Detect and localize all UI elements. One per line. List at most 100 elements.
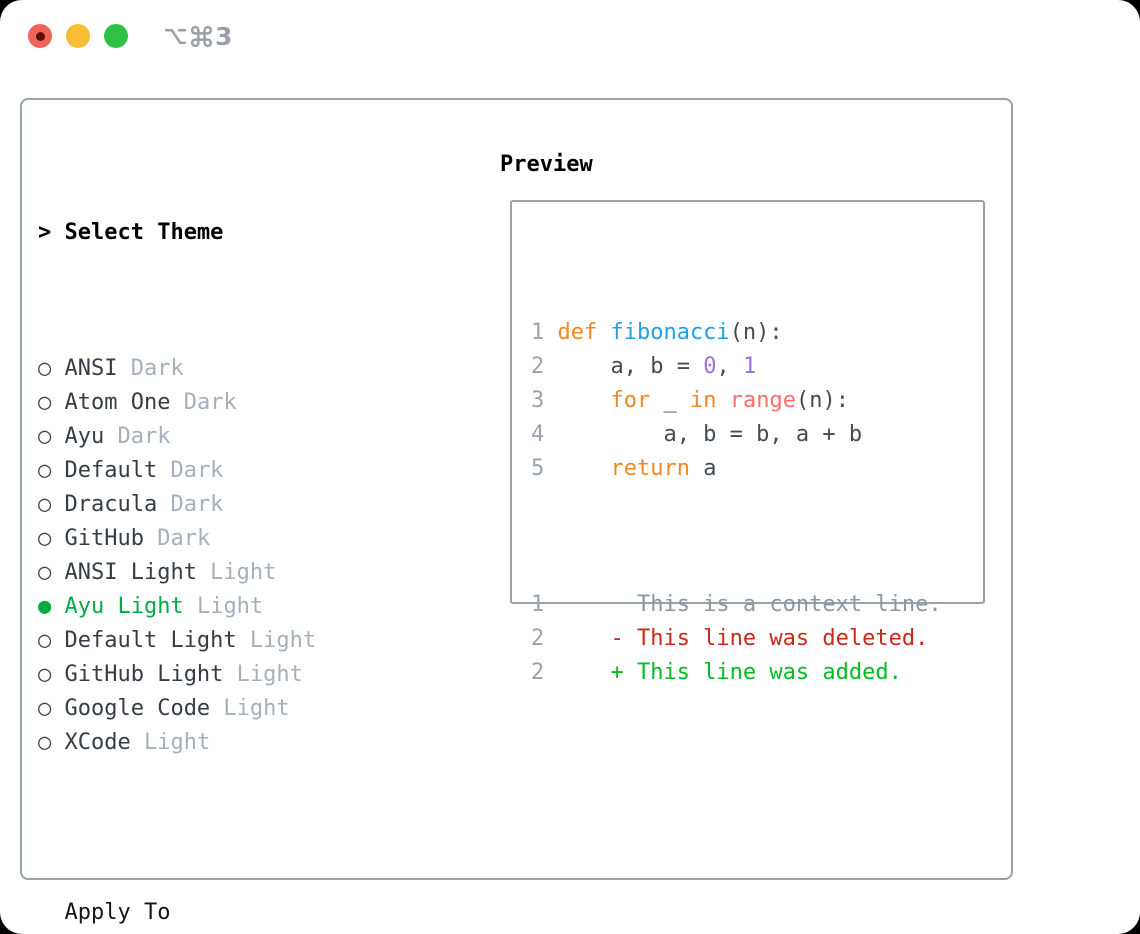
theme-variant: Light — [210, 696, 290, 721]
line-number: 2 — [531, 660, 545, 685]
code-token: 1 — [742, 354, 757, 379]
theme-item-default-light[interactable]: ○ Default Light Light — [38, 624, 483, 658]
minimize-button[interactable] — [66, 24, 90, 48]
code-line: 3 for _ in range(n): — [531, 384, 975, 418]
preview-title: Preview — [500, 152, 593, 177]
theme-variant: Dark — [157, 492, 224, 517]
option-key-icon — [163, 24, 188, 49]
code-token: (n): — [795, 388, 849, 413]
code-token: in — [689, 388, 717, 413]
code-line: 5 return a — [531, 452, 975, 486]
code-token: def — [557, 320, 611, 345]
theme-item-xcode[interactable]: ○ XCode Light — [38, 726, 483, 760]
theme-name: GitHub — [64, 526, 144, 551]
code-token: a, b = — [557, 354, 704, 379]
theme-name: ANSI — [64, 356, 118, 381]
radio-icon: ○ — [38, 730, 52, 755]
theme-list-header: > Select Theme — [38, 216, 483, 250]
theme-item-ansi[interactable]: ○ ANSI Dark — [38, 352, 483, 386]
code-line: 2 a, b = 0, 1 — [531, 350, 975, 384]
radio-icon: ● — [38, 594, 52, 619]
code-line: 4 a, b = b, a + b — [531, 418, 975, 452]
theme-name: Dracula — [64, 492, 158, 517]
theme-list: ○ANSI Dark○Atom One Dark○Ayu Dark○Defaul… — [38, 352, 483, 760]
theme-variant: Light — [183, 594, 264, 619]
line-number: 4 — [531, 422, 545, 447]
radio-icon: ○ — [38, 458, 52, 483]
code-token — [557, 456, 610, 481]
theme-name: ANSI Light — [64, 560, 197, 585]
theme-variant: Light — [223, 662, 303, 687]
radio-icon: ○ — [38, 356, 52, 381]
shortcut-number: 3 — [215, 21, 233, 51]
close-button[interactable] — [28, 24, 52, 48]
code-token: , — [716, 354, 743, 379]
diff-text: This is a context line. — [557, 592, 942, 617]
left-column: >Select Theme ○ANSI Dark○Atom One Dark○A… — [38, 148, 483, 934]
theme-item-github-light[interactable]: ○GitHub Light Light — [38, 658, 483, 692]
line-number: 5 — [531, 456, 545, 481]
theme-item-ayu-light[interactable]: ● Ayu Light Light — [38, 590, 483, 624]
theme-name: Ayu Light — [64, 594, 184, 619]
line-number: 2 — [531, 626, 545, 651]
radio-icon: ○ — [38, 628, 52, 653]
diff-text: + This line was added. — [557, 660, 902, 685]
apply-to-title: Apply To — [64, 900, 171, 925]
code-token: range — [729, 388, 796, 413]
code-token: 0 — [703, 354, 717, 379]
main-panel: >Select Theme ○ANSI Dark○Atom One Dark○A… — [20, 98, 1013, 925]
theme-variant: Dark — [117, 356, 184, 381]
theme-variant: Light — [236, 628, 317, 653]
theme-name: Default Light — [64, 628, 237, 653]
radio-icon: ○ — [38, 560, 52, 585]
diff-line: 1 This is a context line. — [531, 588, 975, 622]
diff-text: - This line was deleted. — [557, 626, 929, 651]
line-number: 2 — [531, 354, 545, 379]
theme-item-github[interactable]: ○GitHub Dark — [38, 522, 483, 556]
code-token: return — [610, 456, 690, 481]
window-shortcut-label: 3 — [163, 21, 232, 51]
theme-item-google-code[interactable]: ○ Google Code Light — [38, 692, 483, 726]
theme-name: XCode — [64, 730, 131, 755]
diff-line: 2 - This line was deleted. — [531, 622, 975, 656]
code-token — [557, 388, 610, 413]
diff-preview: 1 This is a context line.2 - This line w… — [531, 588, 975, 690]
theme-variant: Dark — [157, 458, 224, 483]
line-number: 1 — [531, 592, 545, 617]
line-number: 1 — [531, 320, 545, 345]
code-token — [716, 388, 729, 413]
zoom-button[interactable] — [104, 24, 128, 48]
theme-list-title: Select Theme — [64, 220, 224, 245]
radio-icon: ○ — [38, 662, 52, 687]
cursor-icon: > — [38, 220, 52, 245]
line-number: 3 — [531, 388, 545, 413]
radio-icon: ○ — [38, 424, 52, 449]
radio-icon: ○ — [38, 492, 52, 517]
apply-to-header: Apply To — [38, 896, 483, 930]
theme-item-ayu[interactable]: ○ Ayu Dark — [38, 420, 483, 454]
code-token: (n): — [729, 320, 783, 345]
close-dot-icon — [35, 31, 45, 41]
theme-name: Google Code — [64, 696, 211, 721]
code-token: a — [689, 456, 717, 481]
theme-variant: Dark — [104, 424, 171, 449]
code-token: a, b = b, a + b — [557, 422, 863, 447]
theme-name: Default — [64, 458, 158, 483]
theme-item-ansi-light[interactable]: ○ ANSI Light Light — [38, 556, 483, 590]
diff-line: 2 + This line was added. — [531, 656, 975, 690]
theme-variant: Light — [196, 560, 277, 585]
theme-variant: Light — [130, 730, 211, 755]
theme-item-dracula[interactable]: ○ Dracula Dark — [38, 488, 483, 522]
radio-icon: ○ — [38, 696, 52, 721]
code-token: for — [610, 388, 651, 413]
theme-item-atom-one[interactable]: ○Atom One Dark — [38, 386, 483, 420]
code-token: _ — [650, 388, 690, 413]
theme-name: Ayu — [64, 424, 105, 449]
theme-item-default[interactable]: ○ Default Dark — [38, 454, 483, 488]
radio-icon: ○ — [38, 390, 52, 415]
